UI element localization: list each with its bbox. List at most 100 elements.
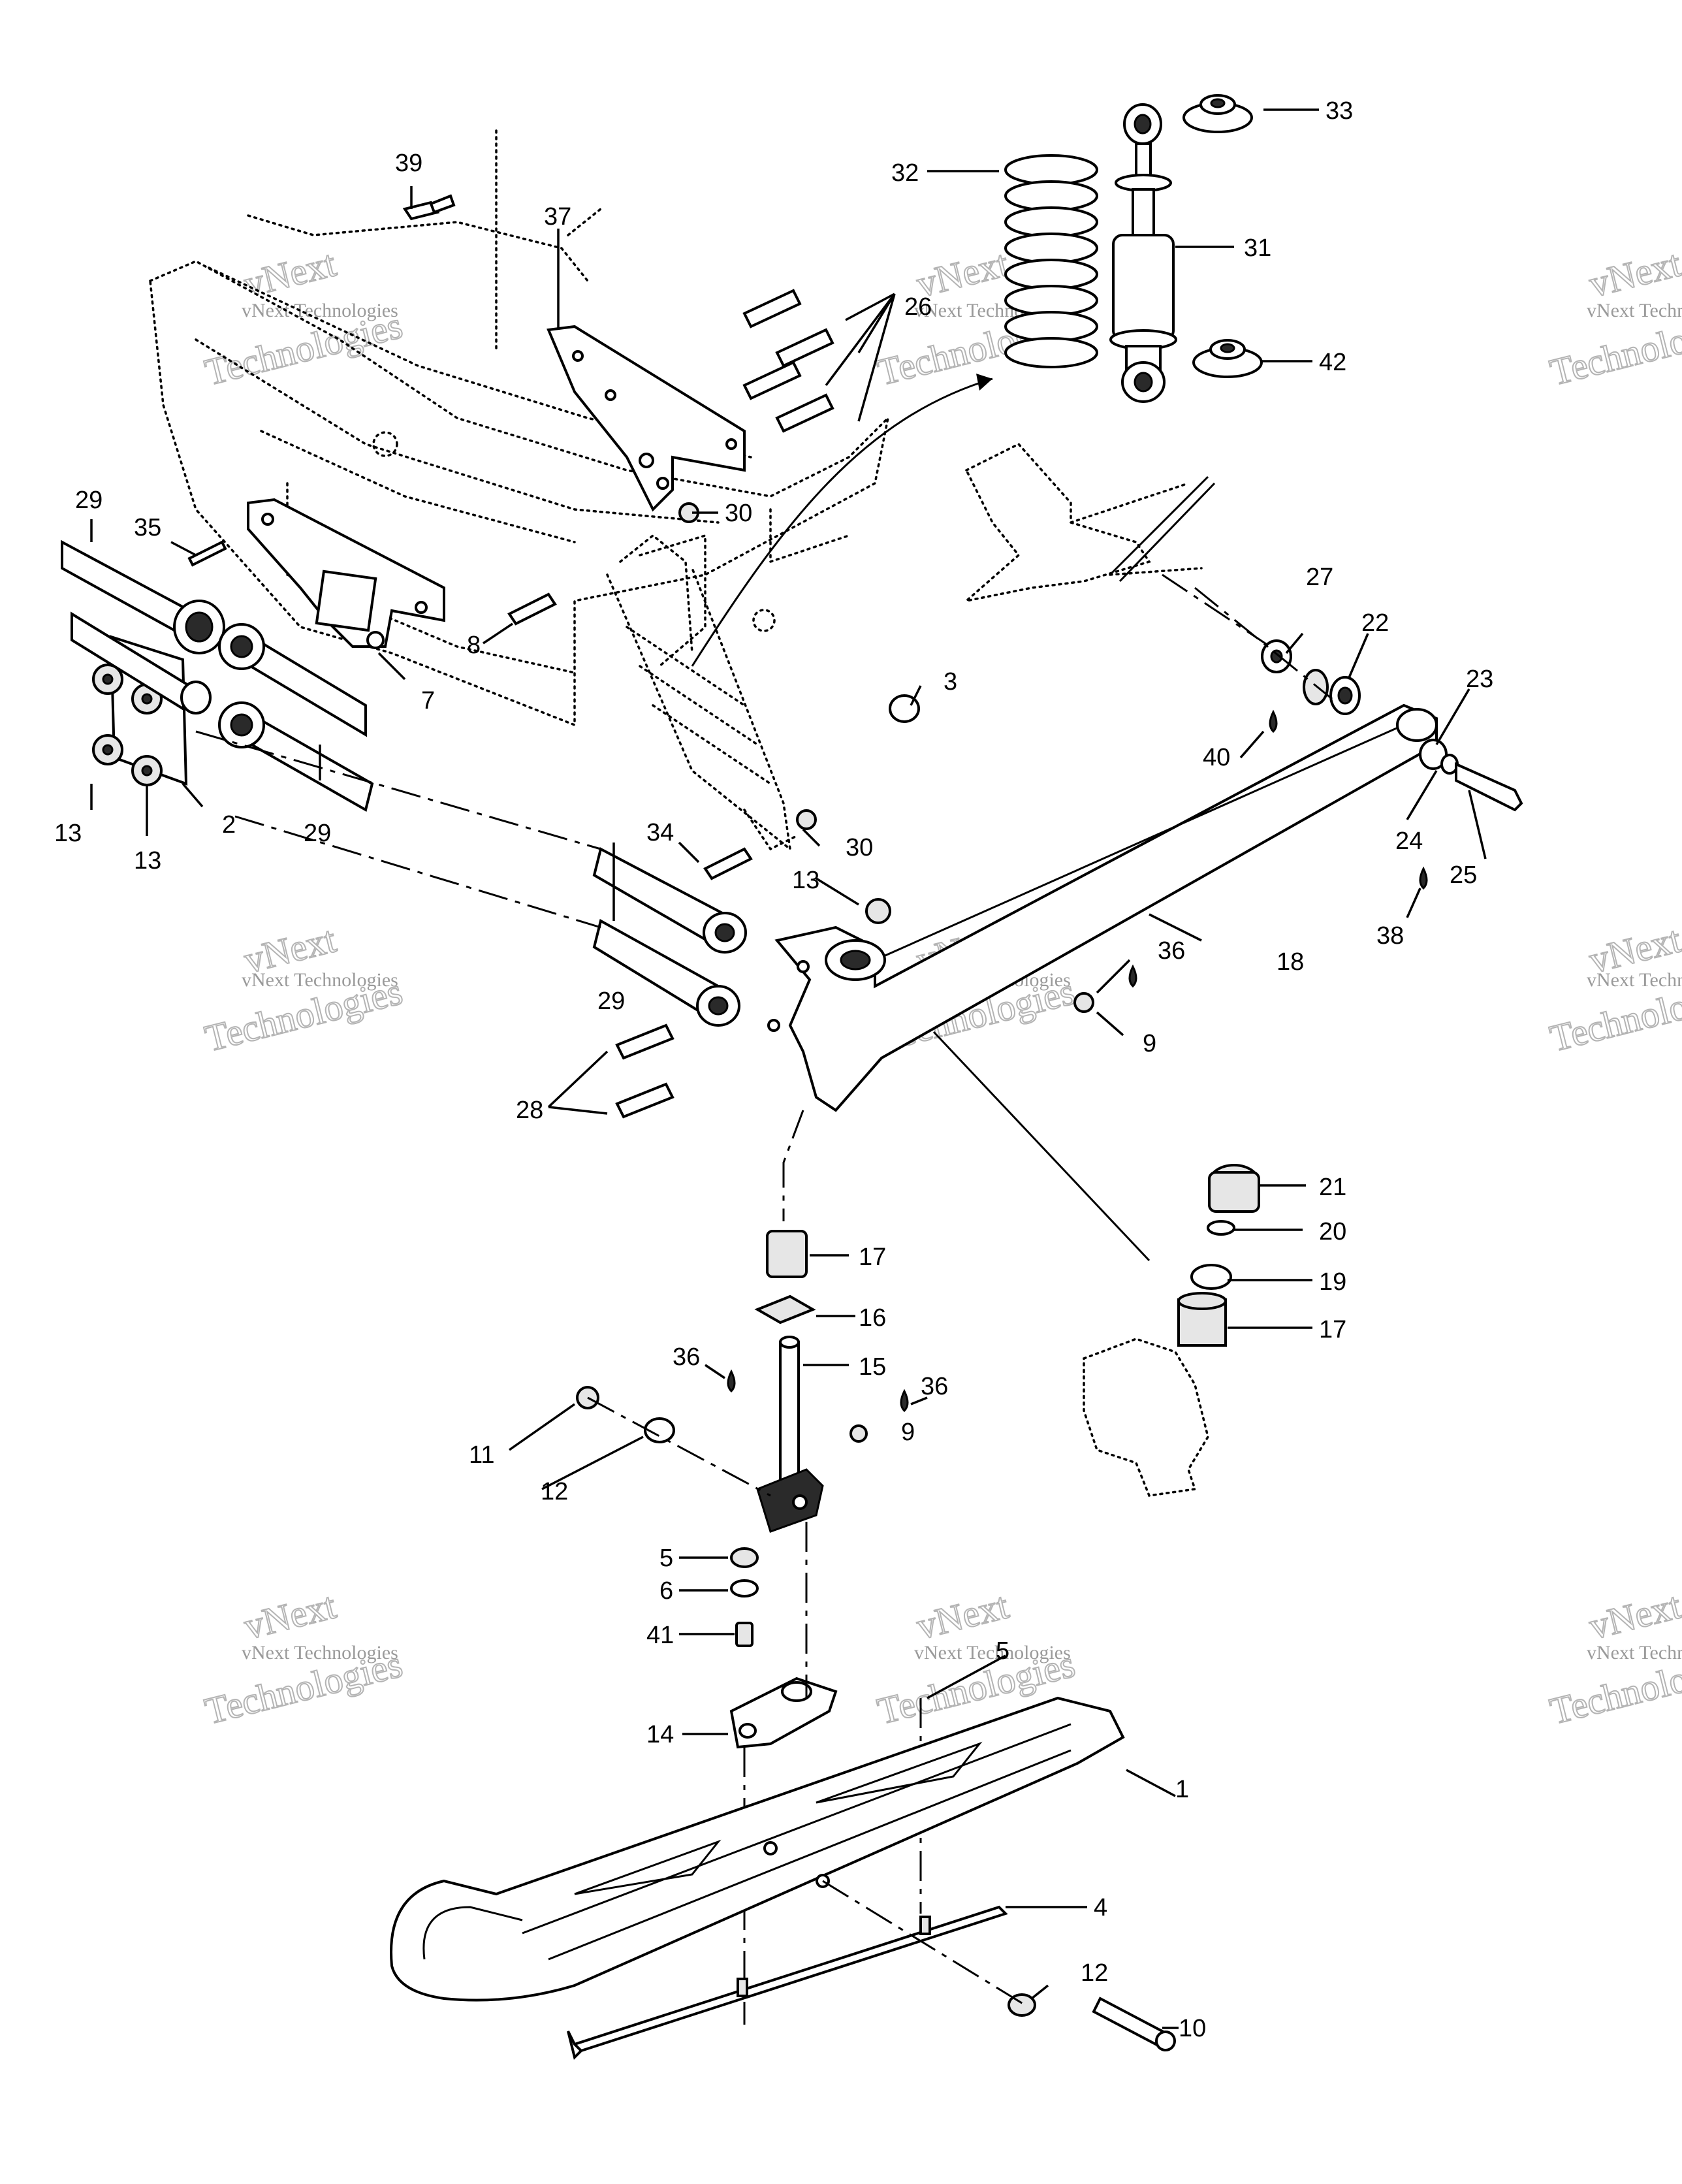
callout-40: 40	[1203, 744, 1230, 771]
callout-17-left: 17	[859, 1244, 886, 1271]
callout-7: 7	[421, 687, 435, 715]
grease-drops	[727, 709, 1428, 1413]
watermark-brand: vNext	[240, 242, 340, 305]
callout-29-top: 29	[75, 487, 103, 514]
watermark-brand: vNext	[1585, 242, 1682, 305]
lower-tube-rear	[71, 611, 212, 715]
watermark-9: vNext vNext Technologies Technologies	[1545, 1583, 1682, 1733]
watermark-line: vNext Technologies	[1587, 1642, 1682, 1663]
pivot-axis-line	[1194, 586, 1333, 700]
ski-bolt-axis	[822, 1880, 1026, 2006]
callout-25: 25	[1450, 861, 1477, 889]
callout-13-mid: 13	[134, 847, 161, 875]
watermark-1: vNext vNext Technologies Technologies	[200, 241, 407, 394]
reference-line	[932, 1031, 1150, 1262]
callout-5-left: 5	[659, 1545, 673, 1572]
callout-23: 23	[1466, 666, 1493, 693]
callout-33: 33	[1325, 97, 1353, 125]
assembly-arrow	[691, 377, 993, 667]
callout-36-right: 36	[921, 1373, 948, 1400]
callout-6: 6	[659, 1577, 673, 1605]
callout-24: 24	[1395, 827, 1423, 855]
callout-35: 35	[134, 514, 161, 541]
callout-9-bottom: 9	[901, 1419, 915, 1446]
callout-30-top: 30	[725, 500, 752, 527]
bushing-stack-lower-right	[1177, 1164, 1260, 1347]
callout-36-top: 36	[1158, 937, 1185, 965]
spring-seat-top	[1182, 94, 1253, 133]
callout-16: 16	[859, 1304, 886, 1332]
callout-12-bottom: 12	[1081, 1959, 1108, 1987]
shock-absorber	[1109, 103, 1177, 403]
callout-9-top: 9	[1143, 1030, 1156, 1057]
callout-2: 2	[222, 811, 236, 839]
callout-15: 15	[859, 1353, 886, 1381]
watermark-6: vNext vNext Technologies Technologies	[1545, 917, 1682, 1060]
callout-18: 18	[1277, 948, 1304, 976]
callout-28: 28	[516, 1097, 543, 1124]
callout-29-bottom: 29	[597, 988, 625, 1015]
spindle-assembly	[729, 1230, 838, 1749]
lower-tubes-mid	[218, 623, 374, 812]
a-arm	[767, 703, 1438, 1112]
callout-41: 41	[646, 1622, 674, 1649]
spindle-housing-outline	[1083, 1338, 1209, 1497]
watermark-4: vNext vNext Technologies Technologies	[200, 917, 407, 1060]
tube-centerline-upper	[195, 730, 601, 850]
hardware-small	[187, 194, 920, 1119]
callout-1: 1	[1175, 1776, 1189, 1803]
callout-labels: 33 32 31 42 26 39 37 30 29 35 8 7 3 27 2…	[54, 97, 1493, 2042]
callout-36-left: 36	[673, 1343, 700, 1371]
watermark-3: vNext vNext Technologies Technologies	[1545, 241, 1682, 394]
callout-22: 22	[1361, 609, 1389, 637]
callout-34: 34	[646, 819, 674, 846]
watermark-line: vNext Technologies	[1587, 300, 1682, 321]
wear-bar	[567, 1905, 1008, 2060]
upper-tube	[61, 539, 225, 654]
watermark-line: vNext Technologies	[242, 1642, 398, 1663]
coil-spring	[1004, 154, 1098, 368]
assembly-arrowhead	[976, 374, 992, 391]
spindle-centerline	[782, 1110, 804, 1221]
callout-38: 38	[1376, 922, 1404, 950]
callout-27: 27	[1306, 564, 1333, 591]
spindle-side-nut-bushing	[576, 1386, 675, 1443]
callout-31: 31	[1244, 234, 1271, 262]
leader-lines	[90, 108, 1487, 2029]
grease-fittings	[849, 992, 1094, 1443]
callout-29-mid: 29	[304, 820, 331, 847]
watermark-brand: vNext	[240, 1584, 340, 1647]
ski	[390, 1696, 1125, 2002]
watermark-line: vNext Technologies	[914, 1642, 1071, 1663]
ski-bolt-and-bushing	[1008, 1993, 1176, 2051]
front-bracket	[247, 498, 445, 649]
callout-19: 19	[1319, 1268, 1346, 1296]
callout-13-right: 13	[792, 867, 819, 894]
spring-seat-bottom	[1192, 339, 1263, 378]
watermark-line: vNext Technologies	[1587, 969, 1682, 991]
callout-3: 3	[944, 668, 957, 696]
rear-arm-outline	[962, 442, 1280, 654]
callout-26: 26	[904, 293, 932, 321]
callout-20: 20	[1319, 1218, 1346, 1245]
callout-21: 21	[1319, 1174, 1346, 1201]
upper-bracket	[547, 325, 746, 512]
spindle-bolt-axis	[587, 1396, 771, 1497]
callout-17-right: 17	[1319, 1316, 1346, 1343]
callout-13-left: 13	[54, 820, 82, 847]
callout-8: 8	[467, 632, 481, 659]
callout-30-mid: 30	[846, 834, 873, 861]
center-shock-outline	[606, 534, 798, 852]
watermark-7: vNext vNext Technologies Technologies	[200, 1583, 407, 1733]
watermark-line: vNext Technologies	[242, 300, 398, 321]
callout-12-top: 12	[541, 1478, 568, 1505]
lower-tubes-front	[592, 847, 747, 1027]
watermark-brand: vNext	[1585, 1584, 1682, 1647]
callout-32: 32	[891, 159, 919, 187]
bushing-stack-right	[1261, 639, 1523, 812]
callout-10: 10	[1179, 2015, 1206, 2042]
tube-centerline-lower	[234, 815, 601, 929]
callout-37: 37	[544, 203, 571, 231]
callout-14: 14	[646, 1721, 674, 1748]
